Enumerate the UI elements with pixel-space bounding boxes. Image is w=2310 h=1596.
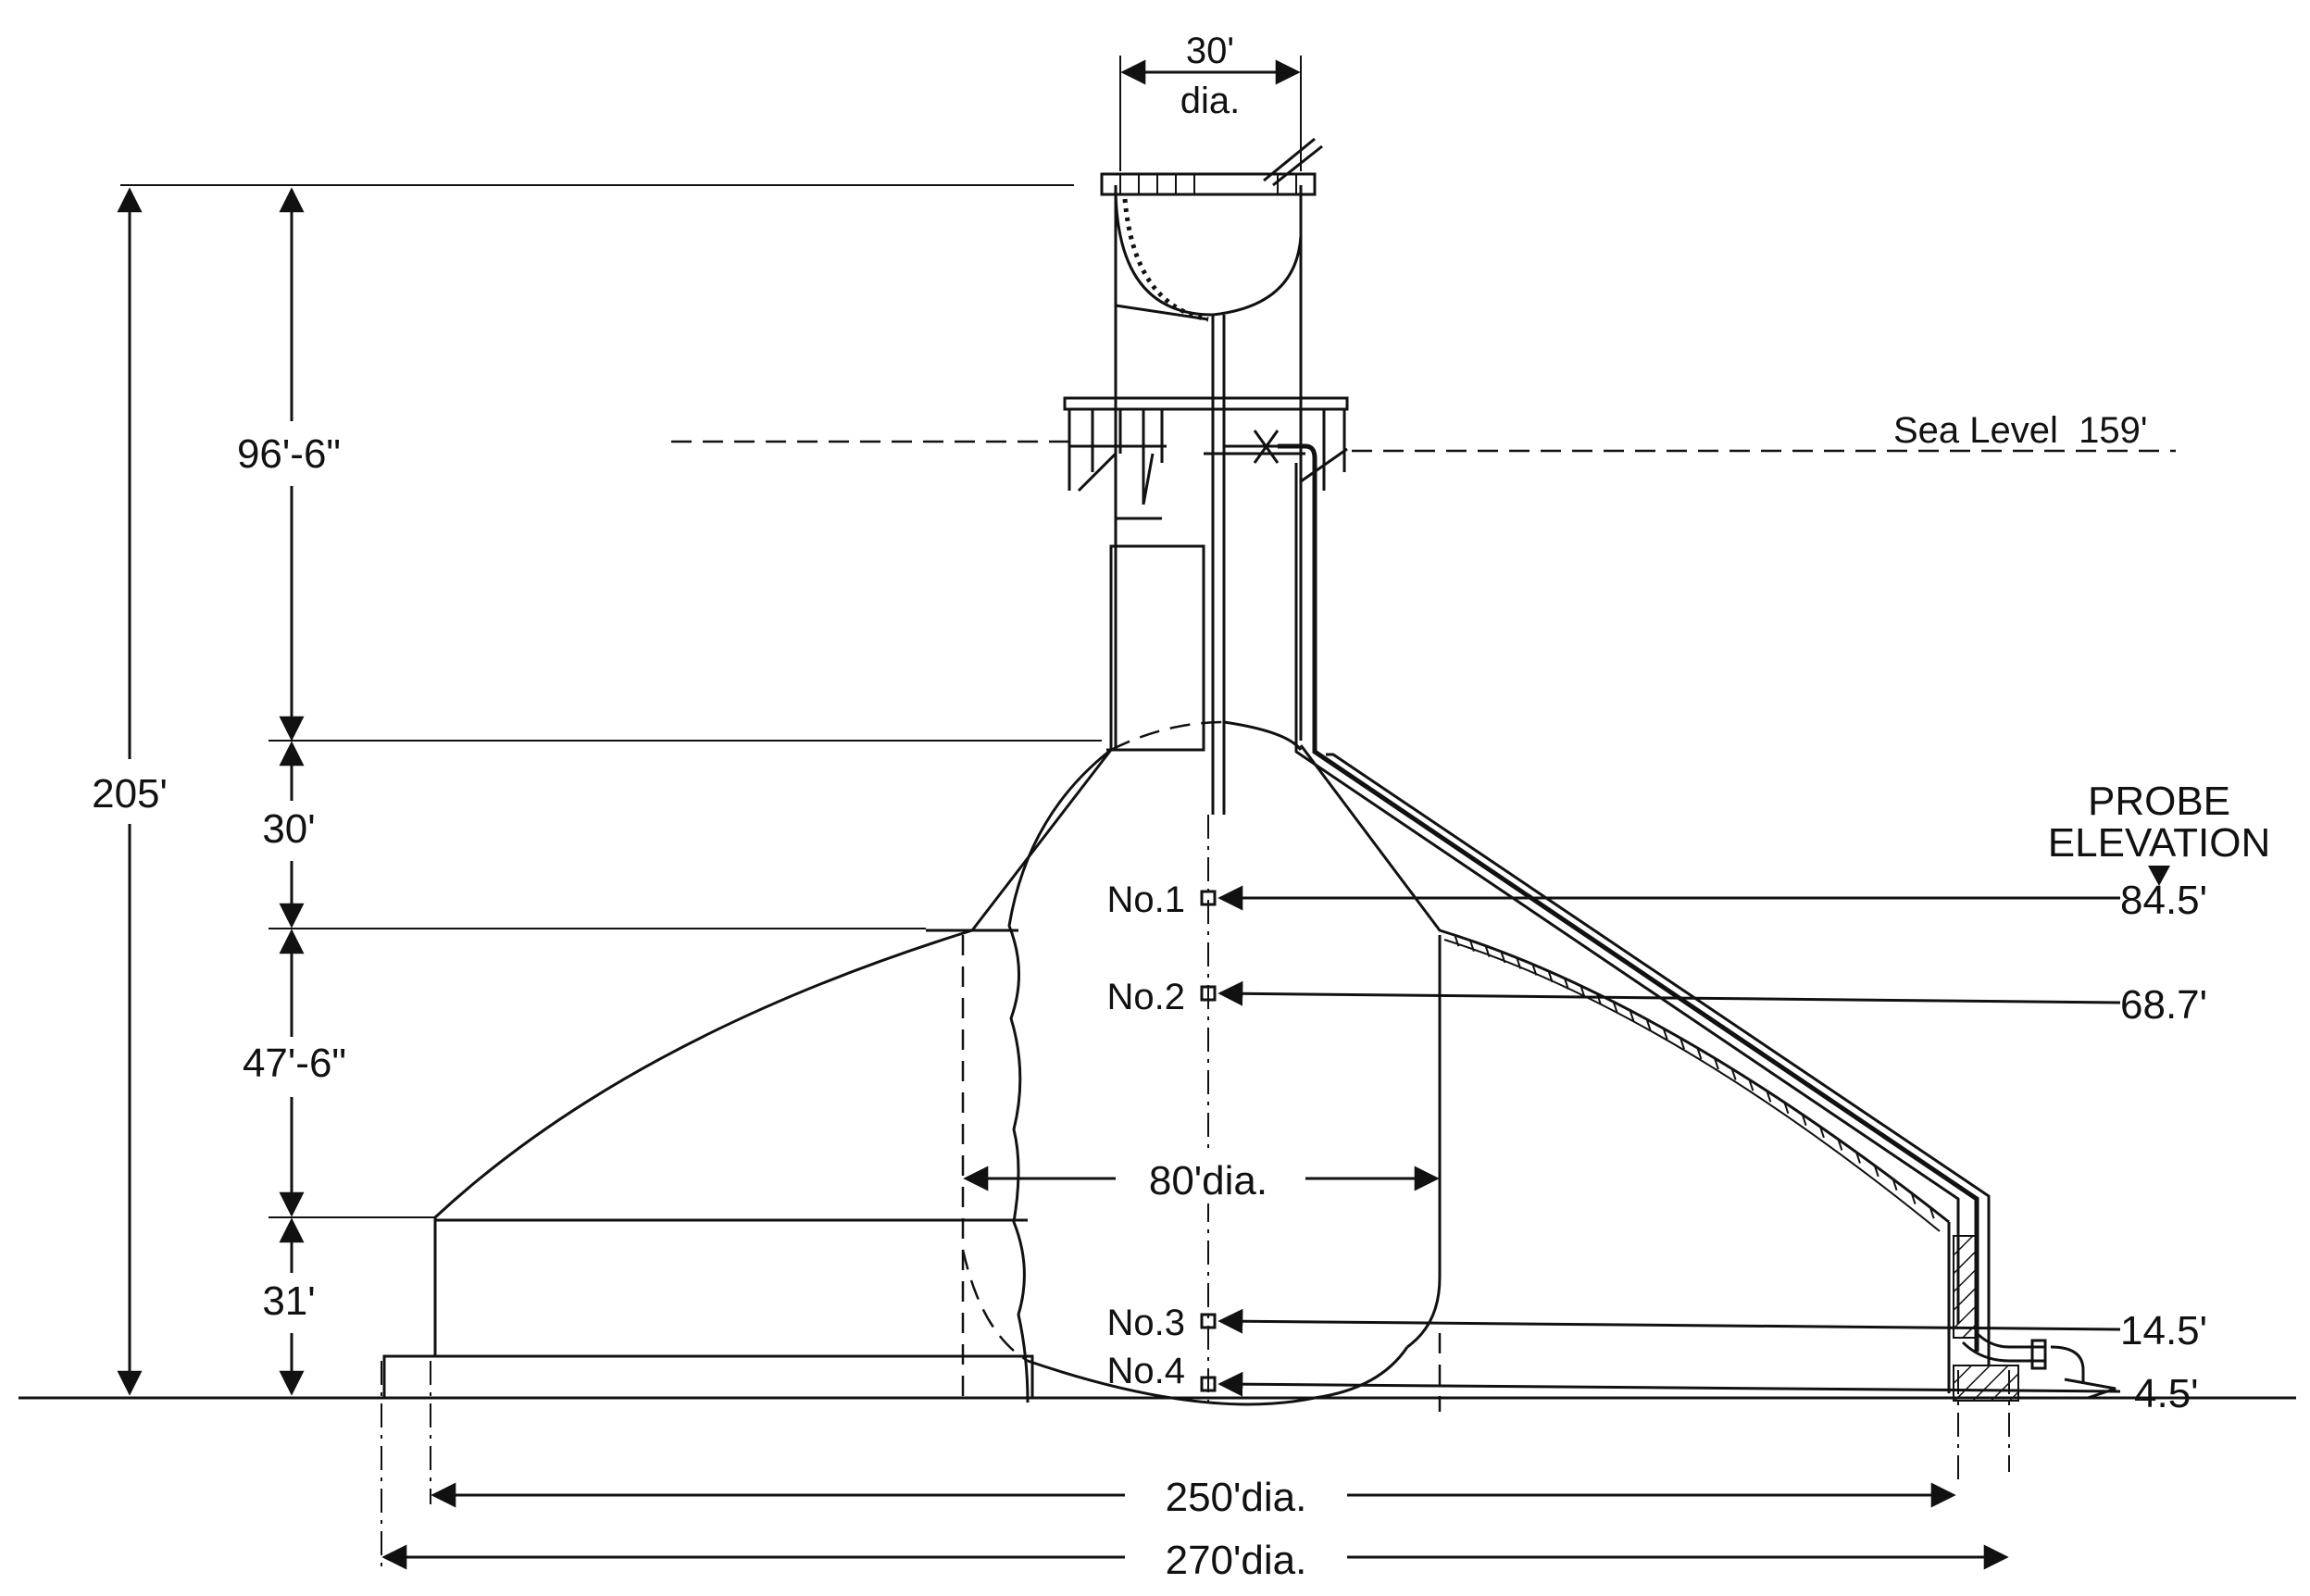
probe-2: No.2 68.7': [1107, 977, 2208, 1028]
hatch-tick: [1783, 1102, 1790, 1115]
hatch-tick: [1547, 970, 1554, 983]
sea-level-label: Sea Level 159': [1893, 410, 2148, 451]
dim-label-top: 30': [1186, 31, 1234, 71]
probe-header-line2: ELEVATION: [2048, 820, 2270, 866]
dimension-total-height: 205': [79, 184, 1074, 1396]
dimension-base-250: 250'dia.: [430, 1361, 1956, 1520]
dim-label-tower: 96'-6": [237, 431, 341, 477]
dim-label-dome: 47'-6": [243, 1041, 346, 1086]
dim-label-top-unit: dia.: [1180, 81, 1241, 121]
hatch-tick: [1855, 1152, 1861, 1164]
probe-2-label: No.2: [1107, 977, 1186, 1017]
outer-cone-right: [1299, 744, 1428, 913]
probe-1-elevation: 84.5': [2120, 878, 2207, 923]
hatch-tick: [1580, 985, 1586, 998]
hatch-tick: [1818, 1126, 1825, 1139]
hatch-tick: [1563, 978, 1569, 991]
hatch-tick: [1484, 945, 1491, 957]
inner-vessel: [961, 748, 2010, 1481]
hatch-tick: [1873, 1165, 1879, 1178]
hatch-tick: [1500, 951, 1506, 964]
hatch-tick: [1596, 993, 1602, 1005]
sea-level-line: Sea Level 159': [671, 410, 2176, 453]
probe-2-elevation: 68.7': [2120, 982, 2207, 1028]
wall-hatching: [1454, 934, 1935, 1219]
probe-header: PROBE ELEVATION: [2048, 779, 2270, 886]
probe-4-label: No.4: [1107, 1351, 1186, 1391]
dim-label-205: 205': [92, 771, 168, 817]
probe-1: No.1 84.5': [1107, 878, 2208, 923]
hatch-tick: [1837, 1139, 1843, 1151]
hatch-tick: [1662, 1028, 1668, 1041]
hatch-tick: [1612, 1001, 1618, 1014]
hatch-tick: [1730, 1068, 1737, 1080]
probe-3: No.3 14.5': [1107, 1303, 2208, 1353]
hatch-tick: [1468, 940, 1475, 953]
hatch-tick: [1516, 957, 1522, 969]
pipe: [1278, 443, 1991, 1365]
hatch-tick: [1713, 1057, 1719, 1070]
probe-3-elevation: 14.5': [2120, 1308, 2207, 1353]
hatch-tick: [1929, 1206, 1935, 1219]
dimension-inner-diameter: 80'dia.: [963, 1153, 1440, 1203]
dim-label-80: 80'dia.: [1149, 1158, 1267, 1203]
probe-3-label: No.3: [1107, 1303, 1186, 1343]
dim-label-270: 270'dia.: [1166, 1538, 1307, 1583]
dim-label-cone: 30': [262, 806, 315, 852]
probe-4: No.4 4.5': [1107, 1351, 2199, 1416]
right-footing: [1953, 1235, 1978, 1339]
hatch-tick: [1801, 1114, 1807, 1127]
dimension-stack: 96'-6" 30' 47'-6" 31': [227, 187, 1102, 1396]
hatch-tick: [1892, 1178, 1898, 1191]
drain-fitting: [1961, 1331, 2116, 1400]
tower: [1063, 137, 1349, 815]
hatch-tick: [1766, 1091, 1772, 1103]
probe-4-elevation: 4.5': [2134, 1371, 2199, 1416]
hatch-tick: [1629, 1010, 1635, 1022]
hatch-tick: [1679, 1037, 1685, 1050]
dimension-base-270: 270'dia.: [381, 1361, 2009, 1583]
dim-label-250: 250'dia.: [1166, 1475, 1307, 1520]
hatch-tick: [1645, 1018, 1652, 1031]
probe-header-line1: PROBE: [2088, 779, 2230, 824]
hatch-tick: [1531, 964, 1538, 976]
hatch-tick: [1748, 1079, 1754, 1091]
hatch-tick: [1454, 934, 1460, 947]
hatch-tick: [1696, 1047, 1703, 1060]
dimension-top-diameter: 30' dia.: [1119, 28, 1302, 171]
left-shell: [382, 929, 1034, 1400]
dim-label-cylinder: 31': [262, 1278, 315, 1324]
hatch-tick: [1910, 1192, 1917, 1205]
probe-1-label: No.1: [1107, 879, 1186, 920]
